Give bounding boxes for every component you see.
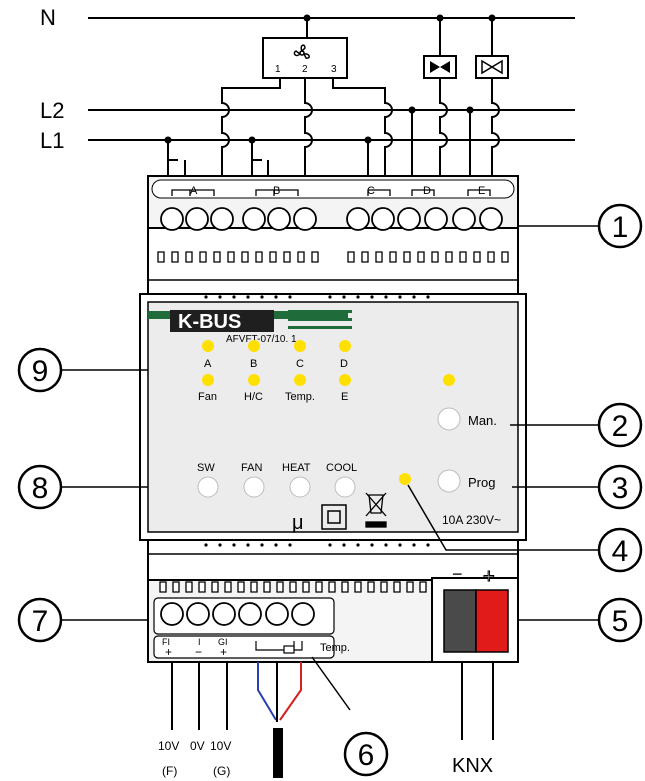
fan-icon xyxy=(293,44,310,59)
brand-bar xyxy=(148,310,352,332)
valve-cool xyxy=(475,14,509,178)
led-status xyxy=(443,374,455,386)
callout-3: 3 xyxy=(612,472,629,505)
cool-button-label: COOL xyxy=(326,462,357,474)
terminal-minus: − xyxy=(195,645,202,659)
top-comb-teeth xyxy=(157,251,509,263)
rating-label: 10A 230V~ xyxy=(442,513,501,527)
group-label-a: A xyxy=(190,185,198,197)
fan-terminal-3: 3 xyxy=(331,64,337,75)
sw-button-label: SW xyxy=(197,462,215,474)
led-c xyxy=(294,340,306,352)
group-label-d: D xyxy=(423,185,431,197)
led-row-2 xyxy=(202,374,455,485)
led-fan xyxy=(202,374,214,386)
bottom-screw-terminals xyxy=(160,602,315,626)
terminal-label-f: FI xyxy=(162,637,170,647)
callout-1: 1 xyxy=(612,211,629,244)
heat-button-label: HEAT xyxy=(282,462,311,474)
micro-symbol: μ xyxy=(292,512,304,534)
knx-minus-label: − xyxy=(452,564,463,584)
led-d xyxy=(339,340,351,352)
fan-button[interactable] xyxy=(243,476,265,498)
feed-wires xyxy=(167,110,471,178)
fan-button-label: FAN xyxy=(241,462,262,474)
callout-2: 2 xyxy=(612,410,629,443)
top-vent-dots xyxy=(204,295,430,299)
led-label-b: B xyxy=(250,358,257,370)
group-label-c: C xyxy=(367,185,375,197)
sw-button[interactable] xyxy=(197,476,219,498)
led-hc xyxy=(248,374,260,386)
callout-6: 6 xyxy=(358,739,375,772)
bottom-label-0v: 0V xyxy=(190,739,205,753)
knx-label: KNX xyxy=(452,755,493,777)
valve-heat xyxy=(423,14,457,178)
temp-sensor-wires xyxy=(257,662,302,778)
callout-5: 5 xyxy=(612,605,629,638)
callout-7: 7 xyxy=(32,605,49,638)
led-b xyxy=(248,340,260,352)
bottom-label-g: (G) xyxy=(213,764,230,778)
double-insulation-icon xyxy=(321,504,347,530)
cool-button[interactable] xyxy=(334,476,356,498)
led-label-d: D xyxy=(340,358,348,370)
callout-leader-lines xyxy=(62,225,600,711)
led-label-a: A xyxy=(204,358,212,370)
man-button[interactable] xyxy=(437,407,461,431)
terminal-label-zero: I xyxy=(198,637,201,647)
terminal-label-g: GI xyxy=(218,637,228,647)
fan-terminal-2: 2 xyxy=(302,64,308,75)
line-n-label: N xyxy=(40,5,56,30)
prog-button[interactable] xyxy=(437,469,461,493)
top-screw-terminals xyxy=(160,207,503,231)
top-bracket-lines xyxy=(171,189,491,196)
brand-label: K-BUS xyxy=(178,311,241,333)
led-label-hc: H/C xyxy=(244,391,263,403)
knx-connector xyxy=(431,577,519,663)
callout-8: 8 xyxy=(32,472,49,505)
heat-button[interactable] xyxy=(289,476,311,498)
bottom-label-f: (F) xyxy=(162,764,177,778)
bottom-wires xyxy=(171,662,494,740)
callout-4: 4 xyxy=(612,535,629,568)
bottom-comb-teeth xyxy=(159,581,427,593)
terminal-plus-2: + xyxy=(220,645,227,659)
temp-terminal-label: Temp. xyxy=(320,642,350,654)
callout-circles xyxy=(17,203,643,777)
led-e xyxy=(339,374,351,386)
front-panel xyxy=(147,301,519,533)
junction-dots xyxy=(164,106,474,144)
led-temp xyxy=(294,374,306,386)
bottom-label-10v-g: 10V xyxy=(210,739,231,753)
fan-motor: 1 2 3 xyxy=(262,18,348,79)
fan-wires xyxy=(221,78,393,178)
weee-bin-icon xyxy=(365,492,387,528)
led-label-fan: Fan xyxy=(198,391,217,403)
line-l1-label: L1 xyxy=(40,128,64,153)
led-label-e: E xyxy=(341,391,348,403)
knx-plus-label: + xyxy=(483,566,495,588)
led-label-c: C xyxy=(296,358,304,370)
callout-9: 9 xyxy=(32,355,49,388)
fan-terminal-1: 1 xyxy=(275,64,281,75)
line-l2-label: L2 xyxy=(40,98,64,123)
man-button-label: Man. xyxy=(468,413,497,428)
group-label-b: B xyxy=(273,185,280,197)
group-label-e: E xyxy=(478,185,485,197)
led-row-1 xyxy=(202,340,351,352)
terminal-plus-1: + xyxy=(165,645,172,659)
led-label-temp: Temp. xyxy=(285,391,315,403)
model-label: AFVFT-07/10. 1 xyxy=(226,334,297,345)
led-a xyxy=(202,340,214,352)
bottom-label-10v-f: 10V xyxy=(158,739,179,753)
led-prog xyxy=(399,473,411,485)
prog-button-label: Prog xyxy=(468,475,495,490)
bottom-vent-dots xyxy=(204,543,430,547)
